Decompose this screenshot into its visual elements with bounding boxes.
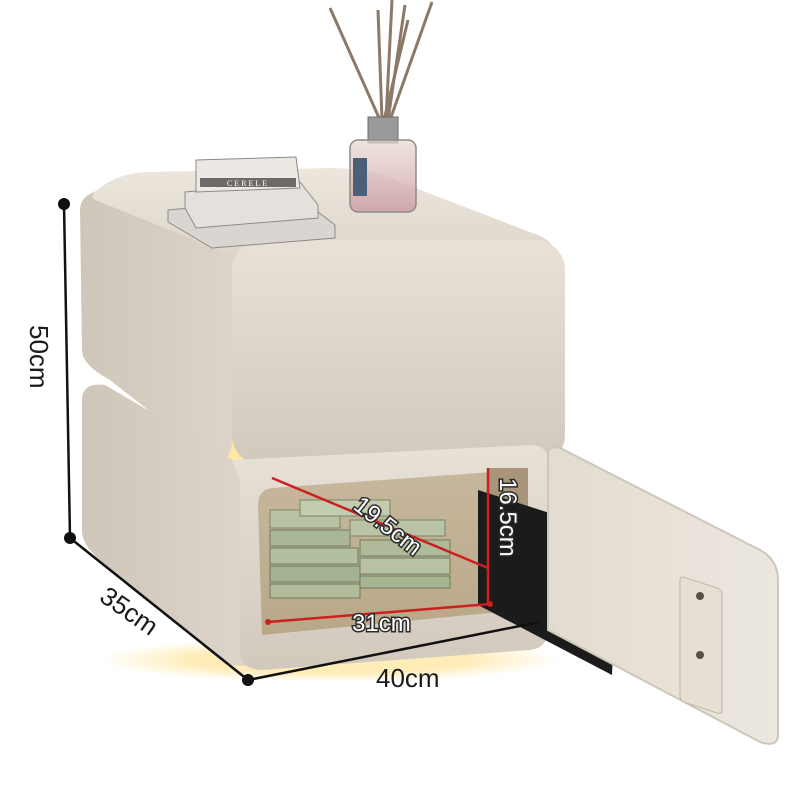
height-label: 50cm: [24, 325, 54, 389]
safe-door: [547, 446, 779, 745]
safe-side: [82, 384, 250, 666]
bottom-safe: [82, 384, 619, 675]
width-dimension-line: [247, 620, 541, 682]
top-drawer-side: [80, 190, 240, 462]
top-drawer-front: [232, 240, 565, 465]
height-dimension-line: [62, 203, 72, 539]
inner-width-label: 31cm: [352, 610, 411, 637]
reed-diffuser: [328, 0, 434, 213]
depth-dimension-line: [69, 537, 249, 681]
door-hinge-plate: [679, 576, 723, 715]
books: CERELE: [167, 156, 336, 249]
book-label: CERELE: [227, 179, 269, 188]
inner-height-label: 16.5cm: [494, 478, 521, 557]
inner-measure-lines: [265, 468, 493, 625]
width-label: 40cm: [376, 663, 440, 693]
cash-stacks: [269, 499, 451, 599]
dimension-lines: [58, 198, 541, 686]
